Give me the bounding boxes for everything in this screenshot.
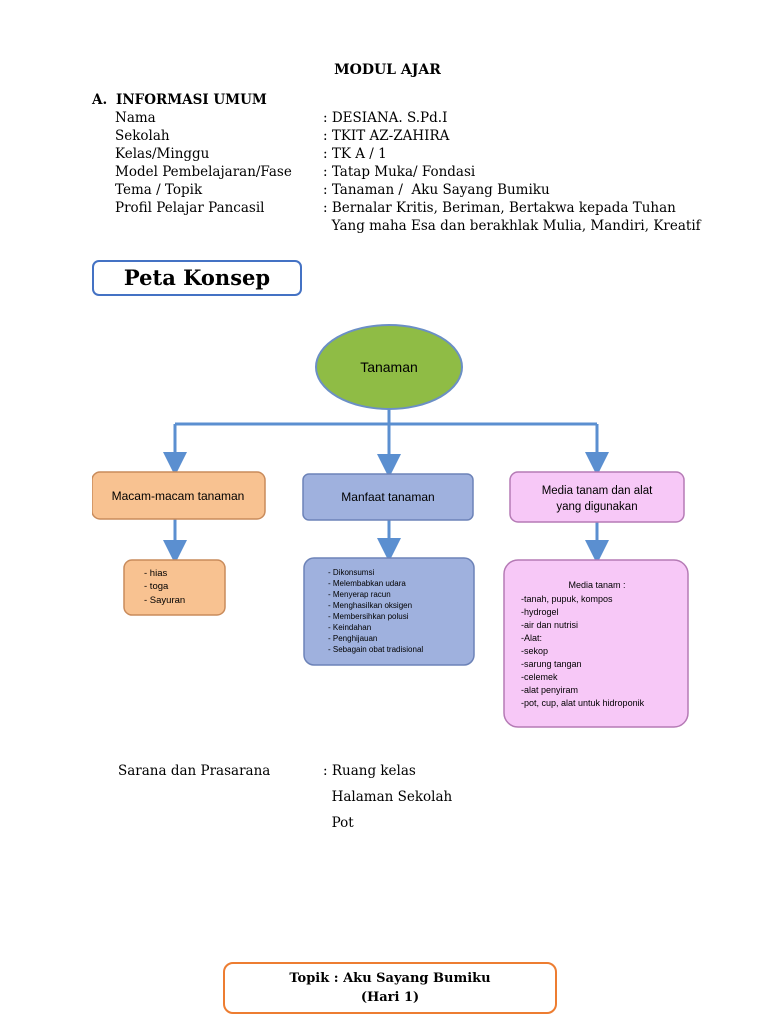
- connectors: [163, 409, 609, 564]
- info-label: Tema / Topik: [115, 182, 203, 198]
- list-item: - Dikonsumsi: [328, 568, 374, 577]
- concept-map-diagram: Tanaman Macam-macam tanaman - hias - tog…: [92, 324, 689, 728]
- list-item: -alat penyiram: [521, 685, 578, 695]
- footer-day: (Hari 1): [360, 990, 420, 1005]
- sarana-value: Pot: [323, 815, 354, 831]
- info-value: : Tatap Muka/ Fondasi: [323, 164, 476, 180]
- info-value: : Bernalar Kritis, Beriman, Bertakwa kep…: [323, 200, 676, 216]
- branch-macam-label: Macam-macam tanaman: [112, 489, 245, 503]
- list-item: - toga: [144, 581, 169, 592]
- list-item: - Menghasilkan oksigen: [328, 601, 412, 610]
- info-value: : Tanaman / Aku Sayang Bumiku: [323, 182, 550, 198]
- branch-macam: [92, 471, 266, 520]
- info-label: Model Pembelajaran/Fase: [115, 164, 292, 180]
- list-macam: [123, 559, 226, 616]
- info-label: Sekolah: [115, 128, 170, 144]
- list-item: - Melembabkan udara: [328, 579, 406, 588]
- list-item: - Keindahan: [328, 623, 371, 632]
- info-value: : TKIT AZ-ZAHIRA: [323, 128, 450, 144]
- branch-manfaat: [302, 473, 474, 521]
- concept-map-heading: Peta Konsep: [92, 260, 302, 296]
- footer-topic-box: Topik : Aku Sayang Bumiku (Hari 1): [223, 962, 557, 1014]
- list-item: - Membersihkan polusi: [328, 612, 409, 621]
- sarana-value: : Ruang kelas: [323, 763, 416, 779]
- list-item: -tanah, pupuk, kompos: [521, 594, 613, 604]
- branch-manfaat-label: Manfaat tanaman: [341, 490, 434, 504]
- root-label: Tanaman: [360, 359, 418, 375]
- list-media: [503, 559, 689, 728]
- list-manfaat: [303, 557, 475, 666]
- list-item: -pot, cup, alat untuk hidroponik: [521, 698, 645, 708]
- section-heading: A. INFORMASI UMUM: [92, 92, 267, 108]
- list-item: -sarung tangan: [521, 659, 582, 669]
- info-label: Nama: [115, 110, 156, 126]
- root-node: [315, 324, 463, 410]
- sarana-value: Halaman Sekolah: [323, 789, 453, 805]
- document-title: MODUL AJAR: [334, 62, 441, 78]
- info-value: : TK A / 1: [323, 146, 387, 162]
- info-value: Yang maha Esa dan berakhlak Mulia, Mandi…: [323, 218, 701, 234]
- section-title: INFORMASI UMUM: [116, 92, 267, 108]
- list-item: - Sebagain obat tradisional: [328, 645, 423, 654]
- branch-media-label-line1: Media tanam dan alat: [542, 485, 653, 497]
- list-subheading: Media tanam :: [568, 580, 625, 590]
- list-item: -celemek: [521, 672, 558, 682]
- list-item: - Penghijauan: [328, 634, 377, 643]
- list-item: -sekop: [521, 646, 548, 656]
- footer-topic: Topik : Aku Sayang Bumiku: [289, 971, 491, 986]
- branch-media: [509, 471, 685, 523]
- list-item: - Menyerap racun: [328, 590, 391, 599]
- branch-media-label-line2: yang digunakan: [556, 501, 637, 513]
- list-item: -hydrogel: [521, 607, 559, 617]
- info-value: : DESIANA. S.Pd.I: [323, 110, 448, 126]
- list-item: -air dan nutrisi: [521, 620, 578, 630]
- info-label: Profil Pelajar Pancasil: [115, 200, 265, 216]
- list-item: - Sayuran: [144, 595, 185, 606]
- list-item: - hias: [144, 568, 167, 579]
- section-number: A.: [92, 92, 108, 108]
- info-label: Kelas/Minggu: [115, 146, 210, 162]
- list-item: -Alat:: [521, 633, 542, 643]
- sarana-label: Sarana dan Prasarana: [118, 763, 271, 779]
